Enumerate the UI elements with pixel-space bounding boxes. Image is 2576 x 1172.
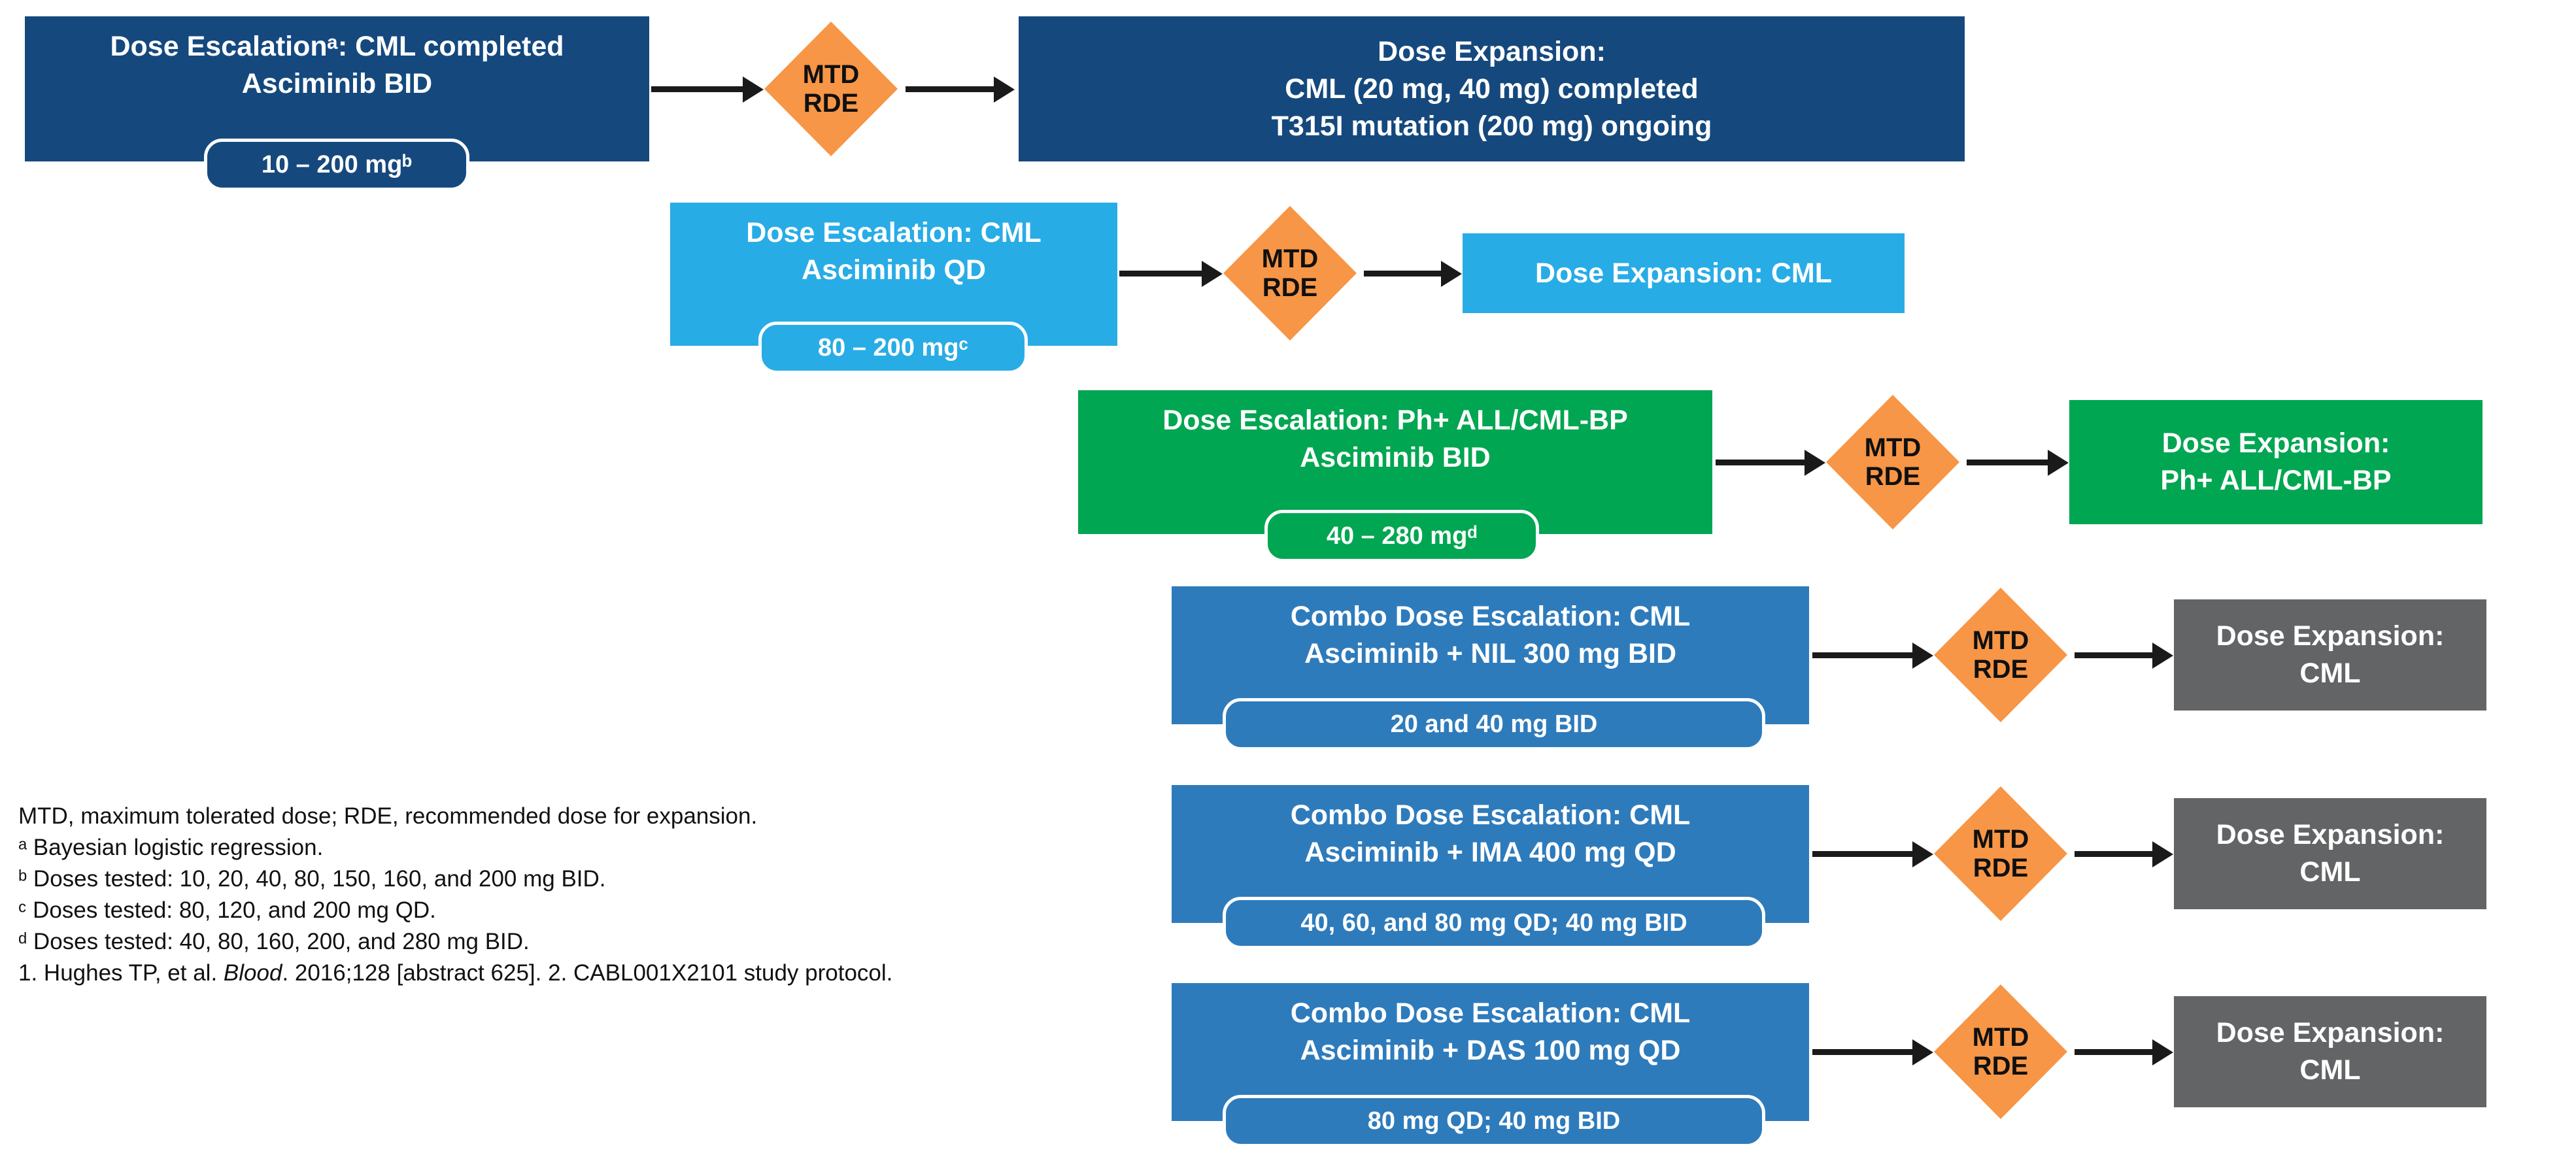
diamond-label-line: RDE xyxy=(1865,462,1921,491)
arrow-icon xyxy=(1812,851,1913,857)
diamond-label-line: MTD xyxy=(1972,1023,2029,1052)
dose-range-badge: 10 – 200 mgᵇ xyxy=(204,139,469,191)
dose-range-badge: 80 – 200 mgᶜ xyxy=(758,322,1028,374)
mtd-rde-diamond: MTD RDE xyxy=(1934,984,2067,1119)
diamond-label: MTD RDE xyxy=(1223,206,1357,341)
dose-expansion-box: Dose Expansion: CML xyxy=(2174,798,2486,909)
box-text-line: Asciminib QD xyxy=(802,254,986,286)
diamond-label-line: RDE xyxy=(1262,273,1318,302)
footnote-line: ᵃ Bayesian logistic regression. xyxy=(18,835,324,860)
dose-range-badge: 40 – 280 mgᵈ xyxy=(1264,510,1539,562)
diamond-shape-icon xyxy=(764,22,898,156)
diamond-label-line: MTD xyxy=(802,60,860,89)
box-text-line: Dose Escalationᵃ: CML completed xyxy=(110,31,564,62)
diamond-label: MTD RDE xyxy=(764,22,898,156)
box-text-line: Ph+ ALL/CML-BP xyxy=(2160,465,2392,496)
box-text-line: Asciminib BID xyxy=(1300,442,1491,473)
box-text-line: Dose Expansion: xyxy=(2216,1017,2445,1048)
badge-text: 10 – 200 mgᵇ xyxy=(261,150,413,178)
dose-expansion-box: Dose Expansion: CML xyxy=(1463,233,1905,313)
reference-journal: Blood xyxy=(223,960,282,986)
arrow-icon xyxy=(2075,851,2153,857)
arrow-icon xyxy=(1967,460,2048,465)
footnote-line: ᵈ Doses tested: 40, 80, 160, 200, and 28… xyxy=(18,929,530,954)
box-text-line: Dose Escalation: Ph+ ALL/CML-BP xyxy=(1162,405,1628,436)
badge-text: 80 mg QD; 40 mg BID xyxy=(1367,1107,1621,1135)
mtd-rde-diamond: MTD RDE xyxy=(1934,588,2067,722)
dose-range-badge: 20 and 40 mg BID xyxy=(1223,698,1765,750)
arrow-icon xyxy=(1119,271,1202,276)
dose-expansion-box: Dose Expansion: CML xyxy=(2174,599,2486,711)
box-text-line: Dose Expansion: xyxy=(2216,819,2445,850)
box-text-line: T315I mutation (200 mg) ongoing xyxy=(1271,110,1712,142)
arrow-icon xyxy=(1812,652,1913,658)
diamond-shape-icon xyxy=(1826,395,1959,529)
diamond-label-line: RDE xyxy=(1973,655,2029,684)
diamond-shape-icon xyxy=(1223,206,1357,341)
badge-text: 20 and 40 mg BID xyxy=(1390,710,1598,738)
footnotes-block: MTD, maximum tolerated dose; RDE, recomm… xyxy=(18,801,892,989)
badge-text: 40 – 280 mgᵈ xyxy=(1326,522,1478,550)
box-text-line: Dose Expansion: xyxy=(2161,427,2390,459)
dose-range-badge: 40, 60, and 80 mg QD; 40 mg BID xyxy=(1223,897,1765,949)
arrow-icon xyxy=(1716,460,1805,465)
reference-text: . 2016;128 [abstract 625]. 2. CABL001X21… xyxy=(282,960,893,986)
dose-escalation-box: Dose Escalationᵃ: CML completed Ascimini… xyxy=(25,16,649,161)
reference-line: 1. Hughes TP, et al. Blood. 2016;128 [ab… xyxy=(18,958,892,989)
reference-text: 1. Hughes TP, et al. xyxy=(18,960,224,986)
diamond-label-line: MTD xyxy=(1972,825,2029,854)
mtd-rde-diamond: MTD RDE xyxy=(1826,395,1959,529)
diamond-label-line: RDE xyxy=(1973,854,2029,882)
box-text-line: CML xyxy=(2299,658,2361,689)
box-text-line: CML xyxy=(2299,856,2361,888)
mtd-rde-diamond: MTD RDE xyxy=(1223,206,1357,341)
arrow-icon xyxy=(906,86,994,92)
arrow-icon xyxy=(1364,271,1442,276)
mtd-rde-diamond: MTD RDE xyxy=(1934,786,2067,921)
diamond-label-line: MTD xyxy=(1864,433,1922,462)
diamond-label: MTD RDE xyxy=(1934,588,2067,722)
diamond-label-line: MTD xyxy=(1261,244,1319,273)
arrow-icon xyxy=(1812,1049,1913,1055)
box-text-line: Asciminib + NIL 300 mg BID xyxy=(1304,638,1677,669)
box-text-line: Combo Dose Escalation: CML xyxy=(1290,601,1691,632)
box-text-line: Combo Dose Escalation: CML xyxy=(1290,799,1691,831)
box-text-line: CML (20 mg, 40 mg) completed xyxy=(1285,73,1699,105)
diamond-label: MTD RDE xyxy=(1934,786,2067,921)
box-text-line: Dose Expansion: CML xyxy=(1535,257,1832,289)
diamond-shape-icon xyxy=(1934,984,2067,1119)
diamond-label-line: RDE xyxy=(803,89,859,118)
diamond-label: MTD RDE xyxy=(1934,984,2067,1119)
arrow-icon xyxy=(651,86,743,92)
mtd-rde-diamond: MTD RDE xyxy=(764,22,898,156)
diamond-shape-icon xyxy=(1934,588,2067,722)
dose-range-badge: 80 mg QD; 40 mg BID xyxy=(1223,1095,1765,1147)
arrow-icon xyxy=(2075,652,2153,658)
box-text-line: Dose Expansion: xyxy=(1378,35,1606,67)
diamond-label: MTD RDE xyxy=(1826,395,1959,529)
dose-expansion-box: Dose Expansion: CML xyxy=(2174,996,2486,1107)
diamond-label-line: RDE xyxy=(1973,1052,2029,1080)
box-text-line: Dose Expansion: xyxy=(2216,620,2445,652)
box-text-line: Combo Dose Escalation: CML xyxy=(1290,997,1691,1029)
arrow-icon xyxy=(2075,1049,2153,1055)
dose-expansion-box: Dose Expansion: Ph+ ALL/CML-BP xyxy=(2069,400,2483,524)
box-text-line: Asciminib + DAS 100 mg QD xyxy=(1300,1035,1681,1066)
diamond-label-line: MTD xyxy=(1972,626,2029,655)
box-text-line: CML xyxy=(2299,1054,2361,1086)
diamond-shape-icon xyxy=(1934,786,2067,921)
badge-text: 40, 60, and 80 mg QD; 40 mg BID xyxy=(1300,909,1687,937)
box-text-line: Dose Escalation: CML xyxy=(746,217,1042,248)
footnote-line: ᵇ Doses tested: 10, 20, 40, 80, 150, 160… xyxy=(18,866,606,892)
footnote-line: MTD, maximum tolerated dose; RDE, recomm… xyxy=(18,803,758,829)
footnote-line: ᶜ Doses tested: 80, 120, and 200 mg QD. xyxy=(18,897,436,923)
dose-expansion-box: Dose Expansion: CML (20 mg, 40 mg) compl… xyxy=(1019,16,1965,161)
box-text-line: Asciminib BID xyxy=(241,68,433,99)
badge-text: 80 – 200 mgᶜ xyxy=(818,333,968,361)
box-text-line: Asciminib + IMA 400 mg QD xyxy=(1304,837,1676,868)
